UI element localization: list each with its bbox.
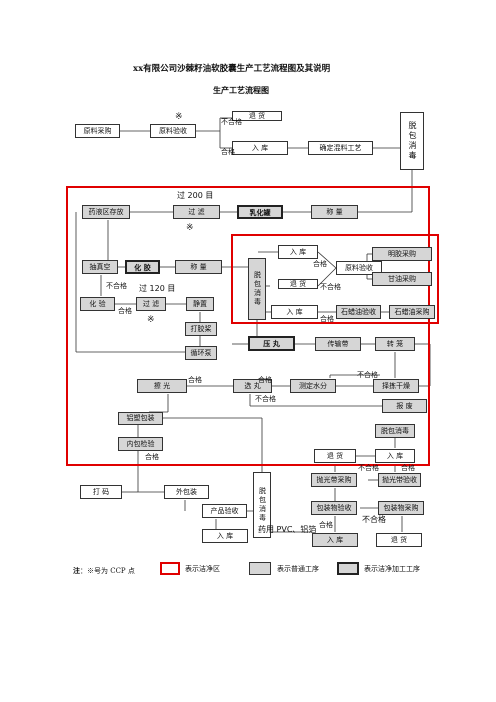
node-filter1: 过 滤 [173,205,220,219]
legend-clean-process-text: 表示洁净加工工序 [364,565,420,573]
node-sterilize-low: 脱包消毒 [253,472,271,538]
legend-note-text: ：※号为 CCP 点 [80,567,135,575]
node-rest: 静置 [186,297,214,311]
node-stock-final: 入 库 [202,529,248,543]
node-tumble: 转 笼 [375,337,415,351]
legend-normal-text: 表示普通工序 [277,565,319,573]
node-circ-pump: 循环泵 [185,346,217,360]
node-inner-check: 内包检验 [118,437,163,451]
node-stock5: 入 库 [312,533,358,547]
label-unqualified-5: 不合格 [255,395,276,403]
legend-clean-swatch [160,562,180,575]
node-fix-material: 确定混料工艺 [308,141,373,155]
clean-zone-outline [66,186,430,466]
node-gel-tank: 打胶桨 [185,322,217,336]
label-qualified-6: 合格 [258,376,272,384]
label-filter-120: 过 120 目 [139,284,176,293]
node-bottle-pack: 铝塑包装 [118,412,163,425]
node-return3: 退 货 [314,449,356,463]
node-select: 选 丸 [233,379,272,393]
node-press: 压 丸 [248,336,295,351]
node-raw-check2: 原料验收 [336,261,382,275]
node-gelatin-buy: 明胶采购 [372,247,432,261]
node-pvc-buy: 抛光带采购 [311,473,357,487]
label-qualified-9: 合格 [319,521,333,529]
node-emulsify: 乳化罐 [237,205,283,219]
label-qualified-7: 合格 [145,453,159,461]
node-scrap: 报 废 [382,399,427,413]
label-qualified-5: 合格 [188,376,202,384]
label-qualified-3: 合格 [320,315,334,323]
node-gel: 化 胶 [125,260,160,274]
label-unqualified-3: 不合格 [106,282,127,290]
ccp-mark-1: ※ [175,112,183,122]
node-code: 打 码 [80,485,122,499]
label-pvc-note: 药用 PVC、铝箔 [258,525,317,534]
node-return4: 退 货 [376,533,422,547]
node-pack-check: 包装物验收 [311,501,357,515]
node-filter2: 过 滤 [136,297,166,311]
node-sterilize-pack: 脱包消毒 [375,424,415,438]
node-vacuum: 抽真空 [82,260,118,274]
node-moisture: 测定水分 [290,379,336,393]
node-stock-top: 入 库 [232,141,288,155]
node-sterilize-mid: 脱包消毒 [248,258,266,320]
node-polish: 擦 光 [137,379,187,393]
legend-normal-swatch [249,562,271,575]
node-paraffin-buy: 石蜡油采购 [389,305,435,319]
node-test1: 化 验 [80,297,115,311]
node-sterilize-right: 脱包消毒 [400,112,424,170]
label-unqualified-2: 不合格 [320,283,341,291]
node-store-solution: 药液区存放 [82,205,130,219]
label-unqualified-6: 不合格 [358,464,379,472]
node-return2: 退 货 [278,279,318,289]
node-pack-buy: 包装物采购 [378,501,424,515]
doc-title: xx有限公司沙棘籽油软胶囊生产工艺流程图及其说明 [133,64,331,74]
label-unqualified-7: 不合格 [362,515,386,524]
label-unqualified-1: 不合格 [221,118,242,126]
node-raw-check: 原料验收 [150,124,196,138]
label-qualified-2: 合格 [313,260,327,268]
legend-note-prefix: 注 [73,566,80,575]
node-weigh2: 称 量 [175,260,222,274]
node-outer-pack: 外包装 [164,485,209,499]
node-pvc-check: 抛光带验收 [378,473,421,487]
node-shape: 择拣干燥 [373,379,419,393]
legend-note: 注：※号为 CCP 点 [73,567,135,575]
node-stock2: 入 库 [278,245,318,259]
label-qualified-1: 合格 [221,148,235,156]
node-gelatin-check: 石蜡油验收 [336,305,381,319]
node-product-check: 产品验收 [202,504,247,518]
label-qualified-4: 合格 [118,307,132,315]
doc-subtitle: 生产工艺流程图 [213,85,269,95]
label-qualified-8: 合格 [401,464,415,472]
clean-zone-inner-outline [231,234,439,324]
node-conveyor: 传输带 [315,337,361,351]
label-filter-200: 过 200 目 [177,191,214,200]
node-raw-purchase: 原料采购 [75,124,120,138]
node-weigh1: 称 量 [311,205,358,219]
legend-clean-text: 表示洁净区 [185,565,220,573]
label-unqualified-4: 不合格 [357,371,378,379]
node-return-top: 退 货 [232,111,282,121]
legend-clean-process-swatch [337,562,359,575]
ccp-mark-2: ※ [186,223,194,233]
ccp-mark-3: ※ [147,315,155,325]
node-stock4: 入 库 [375,449,415,463]
node-glycerin-buy: 甘油采购 [372,272,432,286]
node-stock3: 入 库 [271,305,318,319]
